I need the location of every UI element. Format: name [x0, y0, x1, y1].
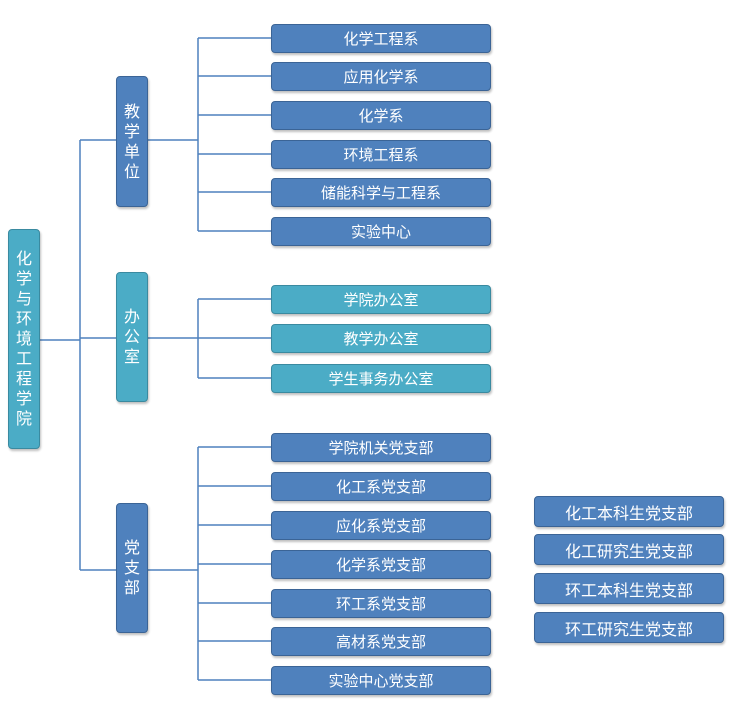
branch-node-label: 化工系党支部: [335, 478, 426, 496]
label-char: 学: [123, 121, 140, 141]
label-char: 公: [123, 327, 140, 346]
unit-node-label: 实验中心: [350, 223, 411, 241]
branch-node-label: 实验中心党支部: [328, 672, 434, 690]
branch-node-label: 化学系党支部: [335, 556, 426, 574]
branch-node: 化学系党支部: [271, 550, 491, 579]
branch-node: 学院机关党支部: [271, 433, 491, 462]
label-char: 与: [15, 289, 32, 308]
unit-node: 实验中心: [271, 217, 491, 246]
label-char: 党: [123, 538, 140, 557]
unit-node-label: 环境工程系: [343, 146, 419, 164]
unit-node: 化学系: [271, 101, 491, 130]
group-node-office: 办公室: [116, 272, 148, 402]
label-char: 工: [15, 349, 32, 368]
label-char: 境: [15, 329, 32, 348]
student-branch-node: 化工本科生党支部: [534, 496, 724, 527]
label-char: 办: [123, 307, 140, 326]
unit-node-label: 化学系: [358, 107, 404, 125]
office-node: 学生事务办公室: [271, 364, 491, 393]
unit-node: 储能科学与工程系: [271, 178, 491, 207]
branch-node: 实验中心党支部: [271, 666, 491, 695]
student-branch-label: 化工本科生党支部: [564, 503, 693, 523]
branch-node-label: 应化系党支部: [335, 517, 426, 535]
office-node: 学院办公室: [271, 285, 491, 314]
office-node-label: 学生事务办公室: [328, 370, 434, 388]
group-node-label: 党支部: [124, 538, 140, 598]
student-branch-node: 环工本科生党支部: [534, 573, 724, 604]
root-node-label: 化学与环境工程学院: [16, 249, 32, 429]
unit-node-label: 储能科学与工程系: [320, 184, 441, 202]
office-node-label: 学院办公室: [343, 291, 419, 309]
student-branch-node: 环工研究生党支部: [534, 612, 724, 643]
group-node-party: 党支部: [116, 503, 148, 633]
unit-node: 化学工程系: [271, 24, 491, 53]
student-branch-label: 化工研究生党支部: [564, 541, 693, 561]
label-char: 环: [15, 309, 32, 328]
group-node-label: 办公室: [124, 307, 140, 367]
label-char: 院: [15, 409, 32, 428]
unit-node: 应用化学系: [271, 62, 491, 91]
label-char: 位: [123, 161, 140, 181]
branch-node: 环工系党支部: [271, 589, 491, 618]
office-node-label: 教学办公室: [343, 330, 419, 348]
branch-node-label: 环工系党支部: [335, 595, 426, 613]
student-branch-label: 环工本科生党支部: [564, 580, 693, 600]
label-char: 室: [123, 347, 140, 366]
branch-node: 高材系党支部: [271, 627, 491, 656]
label-char: 部: [123, 578, 140, 597]
label-char: 化: [15, 249, 32, 268]
branch-node-label: 学院机关党支部: [328, 439, 434, 457]
root-node: 化学与环境工程学院: [8, 229, 40, 449]
student-branch-node: 化工研究生党支部: [534, 534, 724, 565]
unit-node-label: 应用化学系: [343, 68, 419, 86]
label-char: 单: [123, 141, 140, 161]
label-char: 支: [123, 558, 140, 577]
label-char: 学: [15, 269, 32, 288]
unit-node: 环境工程系: [271, 140, 491, 169]
student-branch-label: 环工研究生党支部: [564, 619, 693, 639]
label-char: 学: [15, 389, 32, 408]
branch-node: 化工系党支部: [271, 472, 491, 501]
branch-node-label: 高材系党支部: [335, 633, 426, 651]
label-char: 教: [123, 101, 140, 121]
group-node-teaching: 教学单位: [116, 76, 148, 207]
unit-node-label: 化学工程系: [343, 30, 419, 48]
branch-node: 应化系党支部: [271, 511, 491, 540]
label-char: 程: [15, 369, 32, 388]
group-node-label: 教学单位: [124, 102, 140, 182]
office-node: 教学办公室: [271, 324, 491, 353]
